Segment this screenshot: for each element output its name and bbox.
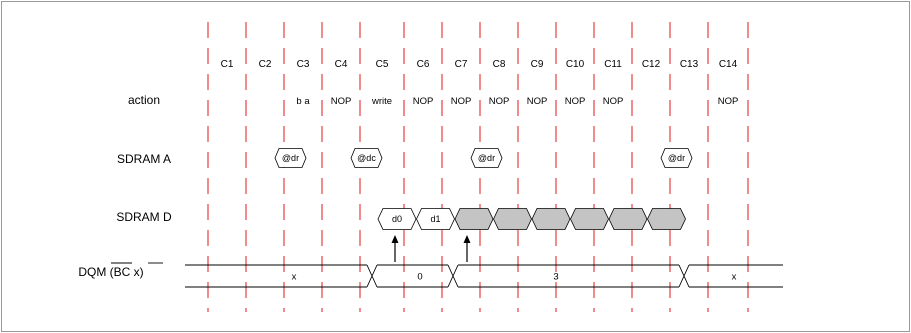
dqm-bc-label: BC (114, 265, 131, 279)
dqm-crossover (366, 264, 378, 288)
sdram-a-address-boxes: @dr @dc @dr @dr (274, 148, 693, 168)
data-box (416, 208, 455, 230)
action-label: NOP (451, 96, 472, 107)
cycle-label: C14 (719, 59, 738, 70)
cycle-label: C7 (455, 59, 468, 70)
data-box-filled (608, 208, 648, 230)
sdram-d-data-boxes: d0 d1 (377, 208, 686, 230)
cycle-label: C9 (531, 59, 544, 70)
cycle-label: C2 (259, 59, 272, 70)
action-label: NOP (565, 96, 586, 107)
address-box (660, 148, 693, 168)
action-label: b a (296, 96, 310, 107)
cycle-label: C12 (642, 59, 661, 70)
arrow-head-d1 (463, 235, 471, 243)
address-label: @dr (282, 153, 299, 163)
address-label: @dc (357, 153, 376, 163)
data-box-filled (570, 208, 609, 230)
action-labels: b a NOP write NOP NOP NOP NOP NOP NOP NOP (296, 96, 738, 107)
arrow-head-d0 (391, 235, 399, 243)
dqm-paren-open: ( (106, 265, 113, 279)
cycle-label: C3 (297, 59, 310, 70)
row-label-sdram-d: SDRAM D (116, 210, 172, 224)
cycle-label: C8 (493, 59, 506, 70)
data-box-filled (454, 208, 494, 230)
action-label: NOP (718, 96, 739, 107)
capture-arrows (391, 235, 471, 262)
dqm-main-label: DQM (78, 265, 106, 279)
cycle-label: C11 (604, 59, 622, 70)
cycle-label: C4 (335, 59, 348, 70)
action-label: NOP (603, 96, 624, 107)
data-label: d1 (430, 214, 440, 224)
row-label-sdram-a: SDRAM A (117, 152, 171, 166)
dqm-value: 3 (553, 272, 558, 283)
cycle-label: C6 (417, 59, 430, 70)
dqm-crossover (678, 264, 690, 288)
dqm-value: x (292, 272, 297, 283)
cycle-labels: C1 C2 C3 C4 C5 C6 C7 C8 C9 C10 C11 C12 C13 C14 (221, 59, 738, 70)
row-label-dqm: DQM (BC x) (78, 262, 163, 279)
dqm-paren-close: x) (130, 265, 143, 279)
cycle-label: C10 (566, 59, 585, 70)
action-label: NOP (413, 96, 434, 107)
action-label: write (371, 96, 392, 107)
row-label-action: action (128, 93, 160, 107)
svg-text:DQM (BC x): DQM (BC x) (78, 265, 143, 279)
data-box (377, 208, 417, 230)
address-box (274, 148, 307, 168)
data-box-filled (531, 208, 571, 230)
cycle-label: C5 (376, 59, 389, 70)
dqm-value: 0 (417, 272, 422, 283)
address-label: @dr (478, 153, 495, 163)
cycle-label: C13 (680, 59, 699, 70)
dqm-crossover (447, 264, 459, 288)
cycle-label: C1 (221, 59, 234, 70)
dqm-waveform: x 0 3 x (185, 264, 783, 288)
action-label: NOP (489, 96, 510, 107)
data-box-filled (647, 208, 686, 230)
address-label: @dr (668, 153, 685, 163)
action-label: NOP (331, 96, 352, 107)
action-label: NOP (527, 96, 548, 107)
dqm-value: x (732, 272, 737, 283)
data-label: d0 (392, 214, 402, 224)
address-box (350, 148, 383, 168)
address-box (470, 148, 503, 168)
data-box-filled (493, 208, 532, 230)
